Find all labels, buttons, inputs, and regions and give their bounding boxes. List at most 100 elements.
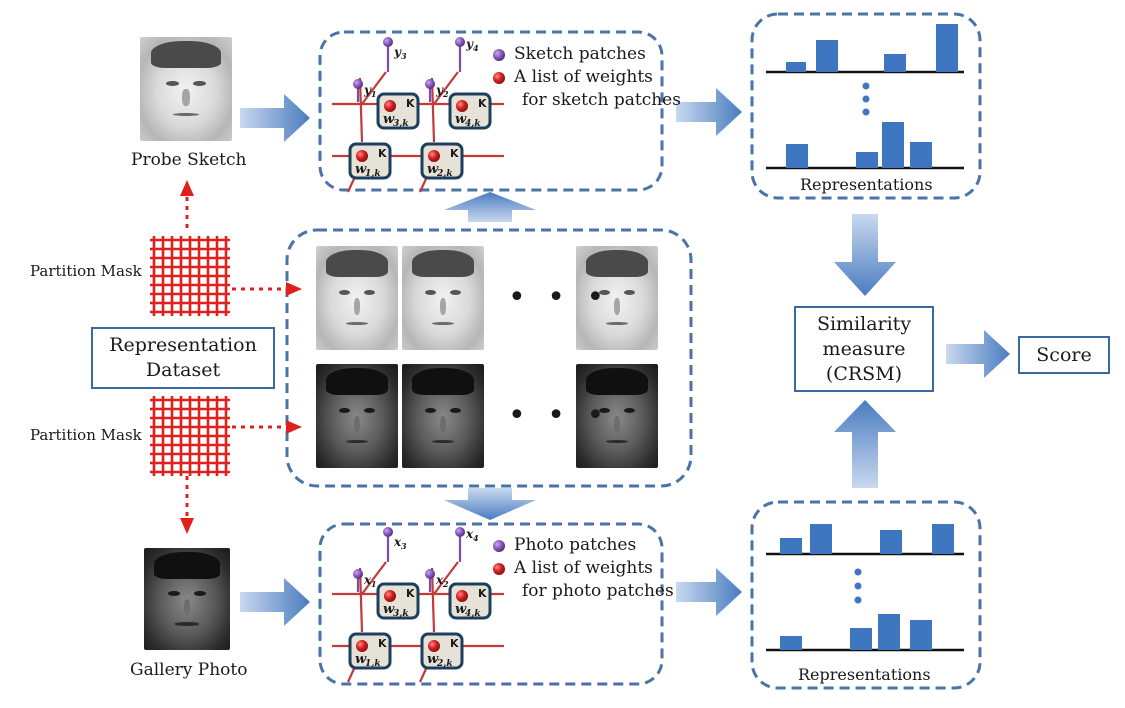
sketch-weight-legend-ball (493, 72, 505, 84)
bottom-network-box (318, 522, 664, 686)
dataset-label-line2: Dataset (145, 359, 221, 381)
histogram-bar (780, 538, 802, 554)
network-edge (433, 71, 459, 105)
weight-symbol: w (427, 652, 439, 667)
arrow-similarity-to-score (946, 330, 1010, 378)
sketch-weights-legend-line2: for sketch patches (522, 90, 681, 110)
patch-node-icon (353, 569, 363, 579)
dataset-photo-image (576, 364, 658, 468)
patch-output-label: x (435, 573, 444, 587)
dataset-photo-image (402, 364, 484, 468)
histogram-bar (780, 636, 802, 650)
partition-mask-label-top: Partition Mask (30, 262, 142, 280)
histogram-bar (882, 122, 904, 168)
partition-mask-grid-icon (150, 236, 230, 316)
weight-subscript: 4,k (465, 609, 481, 619)
dotted-arrow-mask-to-probe (180, 180, 194, 228)
weight-node-icon (456, 100, 468, 112)
bottom-representations-label: Representations (798, 665, 931, 684)
weight-symbol: w (455, 602, 467, 617)
patch-output-subscript: 3 (401, 541, 407, 551)
dataset-sketch-image (316, 246, 398, 350)
weight-node-icon (384, 590, 396, 602)
network-edge (430, 77, 436, 143)
top-representations-box (750, 12, 982, 200)
histogram-bar (786, 144, 808, 168)
weight-k-label: K (478, 97, 487, 110)
weight-subscript: 3,k (393, 609, 409, 619)
top-network-box (318, 30, 664, 192)
dotted-arrow-mask-to-dataset-bottom (232, 420, 302, 434)
weight-subscript: 2,k (436, 169, 453, 179)
weight-symbol: w (427, 162, 439, 177)
dataset-images-box (285, 228, 693, 488)
histogram-bar (816, 40, 838, 72)
bottom-representation-histograms (766, 524, 964, 652)
score-box: Score (1018, 336, 1110, 374)
vertical-ellipsis-icon (862, 82, 870, 116)
weight-symbol: w (455, 112, 467, 127)
dotted-arrow-mask-to-gallery (180, 476, 194, 534)
arrow-dataset-to-bottom-network (444, 488, 536, 520)
histogram-bar (810, 524, 832, 554)
weight-node-icon (384, 100, 396, 112)
weight-node-icon (456, 590, 468, 602)
representation-dataset-box: Representation Dataset (91, 327, 275, 389)
probe-sketch-face-image (140, 37, 232, 141)
patch-output-subscript: 4 (473, 533, 479, 543)
histogram-bar (786, 62, 806, 72)
arrow-top-rep-to-similarity (834, 214, 896, 296)
gallery-photo-label: Gallery Photo (130, 660, 248, 680)
dataset-sketch-ellipsis: • • • (508, 280, 611, 315)
histogram-bar (932, 524, 954, 554)
network-edge (433, 561, 459, 595)
patch-output-subscript: 1 (371, 89, 377, 99)
arrow-top-network-to-rep (676, 88, 742, 136)
weight-subscript: 2,k (436, 659, 453, 669)
similarity-line2: measure (822, 337, 906, 360)
weight-symbol: w (383, 112, 395, 127)
dataset-photo-image (316, 364, 398, 468)
photo-weights-legend-line1: A list of weights (514, 558, 653, 578)
histogram-bar (910, 142, 932, 168)
weight-symbol: w (355, 652, 367, 667)
histogram-bar (910, 620, 932, 650)
arrow-bottom-network-to-rep (676, 568, 742, 616)
photo-weights-legend-line2: for photo patches (522, 581, 674, 601)
arrow-dataset-to-top-network (444, 192, 536, 222)
weight-k-label: K (478, 587, 487, 600)
dataset-photo-ellipsis: • • • (508, 398, 611, 433)
histogram-bar (884, 54, 906, 72)
photo-patch-legend-ball (493, 540, 505, 552)
network-edge (361, 71, 387, 105)
patch-output-label: y (393, 45, 402, 59)
dataset-sketch-image (402, 246, 484, 350)
weight-symbol: w (355, 162, 367, 177)
network-edge (361, 561, 387, 595)
patch-node-icon (383, 527, 393, 537)
patch-output-subscript: 2 (442, 89, 449, 99)
arrow-probe-to-network (240, 94, 310, 142)
patch-output-label: y (363, 83, 372, 97)
patch-output-label: y (465, 37, 474, 51)
weight-subscript: 4,k (465, 119, 481, 129)
weight-k-label: K (450, 637, 459, 650)
network-edge (358, 567, 364, 633)
patch-output-label: x (393, 535, 402, 549)
histogram-bar (880, 530, 902, 554)
vertical-ellipsis-icon (854, 568, 862, 604)
sketch-weights-legend-line1: A list of weights (514, 67, 653, 87)
weight-k-label: K (450, 147, 459, 160)
patch-output-label: x (465, 527, 474, 541)
top-representation-histograms (766, 24, 964, 170)
patch-output-subscript: 4 (473, 43, 479, 53)
partition-mask-label-bottom: Partition Mask (30, 426, 142, 444)
histogram-bar (936, 24, 958, 72)
patch-node-icon (455, 527, 465, 537)
sketch-patch-legend-ball (493, 49, 505, 61)
weight-k-label: K (406, 587, 415, 600)
probe-sketch-label: Probe Sketch (131, 150, 247, 170)
patch-node-icon (425, 569, 435, 579)
histogram-bar (878, 614, 900, 650)
